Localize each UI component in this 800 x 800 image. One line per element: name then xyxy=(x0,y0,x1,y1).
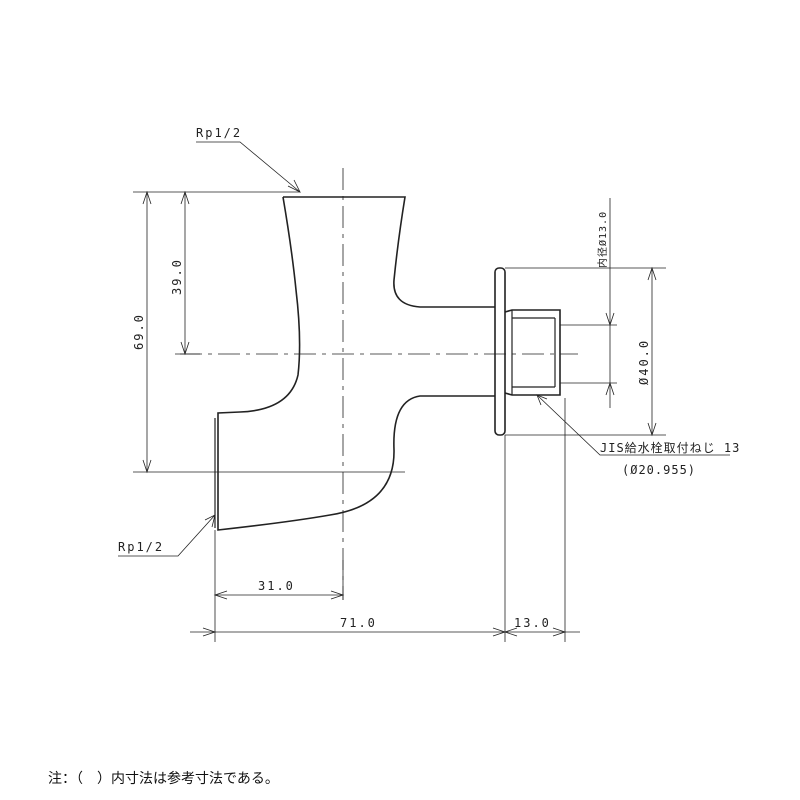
body-outline xyxy=(217,196,495,531)
extension-lines xyxy=(133,191,666,642)
jis-ref-label: (Ø20.955) xyxy=(622,463,696,477)
dim-39-label: 39.0 xyxy=(170,258,184,295)
jis-thread-label: JIS給水栓取付ねじ 13 xyxy=(600,440,740,455)
rp-bottom-label: Rp1/2 xyxy=(118,540,164,554)
dimension-lines xyxy=(118,141,730,637)
rp-top-label: Rp1/2 xyxy=(196,126,242,140)
dim-69-label: 69.0 xyxy=(132,313,146,350)
dim-40-label: Ø40.0 xyxy=(637,339,651,385)
dim-13-label: 13.0 xyxy=(514,616,551,630)
dim-71-label: 71.0 xyxy=(340,616,377,630)
dim-31-label: 31.0 xyxy=(258,579,295,593)
flange xyxy=(494,267,506,436)
footnote: 注：（ ）内寸法は参考寸法である。 xyxy=(48,771,279,787)
thread xyxy=(504,309,561,396)
inner-dia-label: 内径Ø13.0 xyxy=(596,211,609,268)
